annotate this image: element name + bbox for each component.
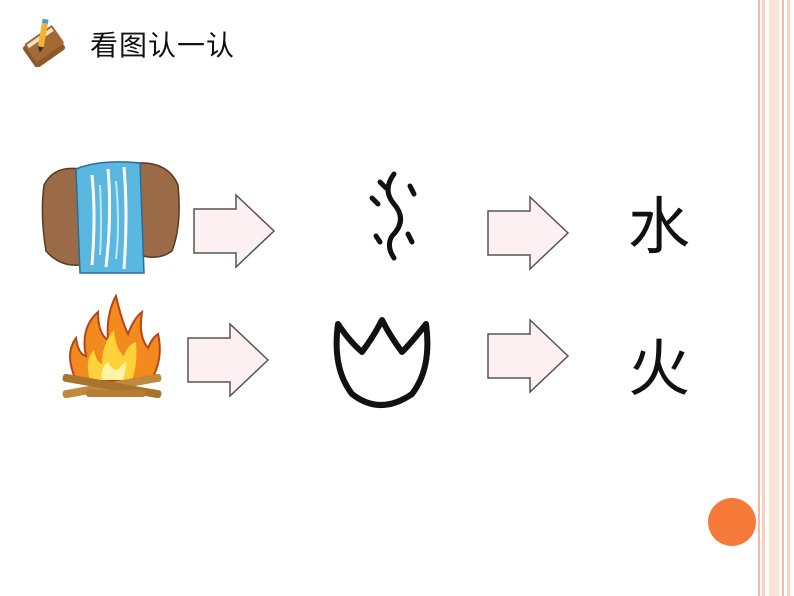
character-fire: 火	[628, 332, 691, 405]
campfire-picture	[56, 293, 170, 412]
water-ancient-glyph	[364, 170, 424, 266]
right-arrow-icon	[486, 318, 570, 398]
right-arrow-icon	[186, 322, 270, 402]
character-water: 水	[628, 190, 691, 263]
right-arrow-icon	[192, 193, 276, 273]
book-with-pencil-icon	[20, 17, 72, 71]
fire-ancient-glyph	[330, 312, 434, 416]
right-arrow-icon	[486, 195, 570, 275]
right-border-stripes	[758, 0, 794, 596]
waterfall-picture	[40, 155, 182, 279]
slide-header: 看图认一认	[20, 16, 235, 72]
page-title: 看图认一认	[90, 29, 236, 62]
accent-dot	[708, 498, 756, 546]
